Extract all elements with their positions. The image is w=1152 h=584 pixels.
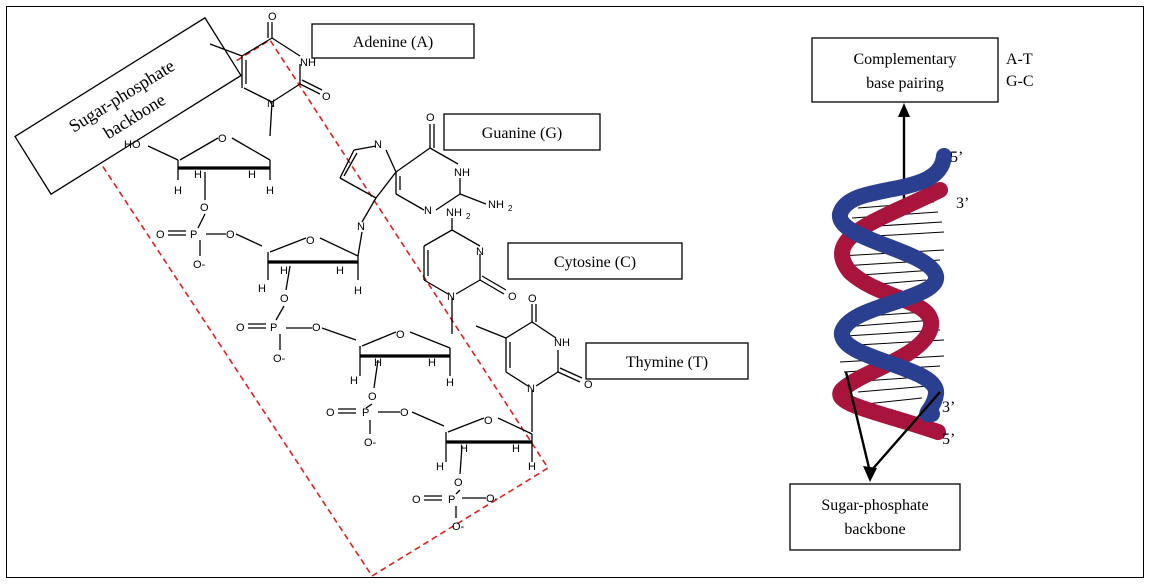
h-1a: H [194,169,202,181]
o-link-1: O [200,202,209,214]
complementary-text-2: base pairing [866,75,944,92]
h-2c: H [258,283,266,295]
h-1b: H [248,169,256,181]
arrow-down-head [863,466,877,482]
h-4b: H [512,443,520,455]
h-2a: H [280,265,288,277]
cytosine-label: Cytosine (C) [507,242,683,280]
o-t1: O [528,293,537,305]
sugar-4: O H H H H O [436,415,536,489]
o-minus-4b: O- [452,521,465,533]
end-label-5-top: 5’ [950,149,963,166]
ho-1: HO [124,139,141,151]
end-label-3-bottom: 3’ [942,399,955,416]
o-p3a: O [326,407,335,419]
o-minus-1: O- [193,259,206,271]
h-4c: H [436,461,444,473]
arrow-up-head [898,103,910,117]
o-minus-3: O- [364,437,377,449]
o-p1b: O [226,229,235,241]
n-1: N [267,98,275,110]
base-ring-thymine: O NH O N [475,293,593,432]
nh2-g: NH [488,199,504,211]
adenine-text: Adenine (A) [353,34,433,51]
n-c1: N [476,246,484,258]
n-t: N [527,383,535,395]
o-minus-4a: O- [486,493,499,505]
o-p4a: O [412,494,421,506]
p-1: P [190,229,197,241]
base-ring-guanine: N O NH N NH 2 N [339,112,513,233]
o-p2a: O [236,322,245,334]
o-1b: O [322,91,331,103]
h-1c: H [174,185,182,197]
phosphate-2: O P O O- [236,305,357,365]
nh2-g-sub: 2 [508,204,513,213]
o-p2b: O [312,322,321,334]
n-g2: N [424,205,432,217]
h-3d: H [446,377,454,389]
h-1d: H [266,185,274,197]
h-4d: H [528,461,536,473]
adenine-label: Adenine (A) [311,23,475,59]
h-3b: H [428,357,436,369]
phosphate-3: O P O O- [326,403,445,449]
pair-gc: G-C [1006,73,1034,90]
phosphate-4: O P O- O- [412,489,499,533]
p-4: P [448,494,455,506]
o-g: O [426,112,435,124]
complementary-text-1: Complementary [853,51,956,68]
sugar-3: O H H H H O [350,329,454,403]
backbone-label-right: Sugar-phosphate backbone [789,483,961,551]
nh2-c-sub: 2 [466,212,471,221]
o-sugar-1: O [218,133,227,145]
end-label-5-bottom: 5’ [942,431,955,448]
n-g3: N [357,221,365,233]
h-3c: H [350,375,358,387]
helix-strand-blue [832,148,952,423]
h-4a: H [460,443,468,455]
o-c: O [508,291,517,303]
guanine-text: Guanine (G) [482,125,562,142]
h-2d: H [354,285,362,297]
p-2: P [270,322,277,334]
o-sugar-4: O [484,415,493,427]
nh2-c: NH [446,207,462,219]
thymine-label: Thymine (T) [585,342,749,380]
pair-at: A-T [1006,51,1033,68]
o-link-4: O [454,477,463,489]
nh-g: NH [454,167,470,179]
complementary-label: Complementary base pairing [811,37,999,103]
backbone-right-text-2: backbone [844,521,905,538]
thymine-text: Thymine (T) [626,354,708,371]
o-t2: O [584,379,593,391]
h-2b: H [336,265,344,277]
n-c2: N [447,291,455,303]
o-sugar-2: O [306,235,315,247]
o-link-3: O [368,391,377,403]
sugar-1: O HO H H H H O [124,133,274,214]
o-sugar-3: O [396,329,405,341]
backbone-right-text-1: Sugar-phosphate [821,497,928,514]
sugar-2: O H H H H O [258,231,363,305]
o-p3b: O [400,407,409,419]
base-ring-cytosine: NH 2 N O N [423,207,517,334]
o-p1a: O [156,229,165,241]
n-g1: N [374,139,382,151]
nh-1: NH [300,57,316,69]
o-minus-2: O- [273,353,286,365]
nh-t: NH [554,337,570,349]
phosphate-1: O P O O- [156,213,263,271]
backbone-label-left: Sugar-phosphate backbone [14,16,242,196]
figure-frame [6,6,1144,578]
p-3: P [362,407,369,419]
guanine-label: Guanine (G) [443,113,601,151]
o-1a: O [268,11,277,23]
o-link-2: O [280,293,289,305]
base-ring-1: O NH O N [209,11,331,137]
end-label-3-top: 3’ [956,195,969,212]
cytosine-text: Cytosine (C) [554,254,636,271]
